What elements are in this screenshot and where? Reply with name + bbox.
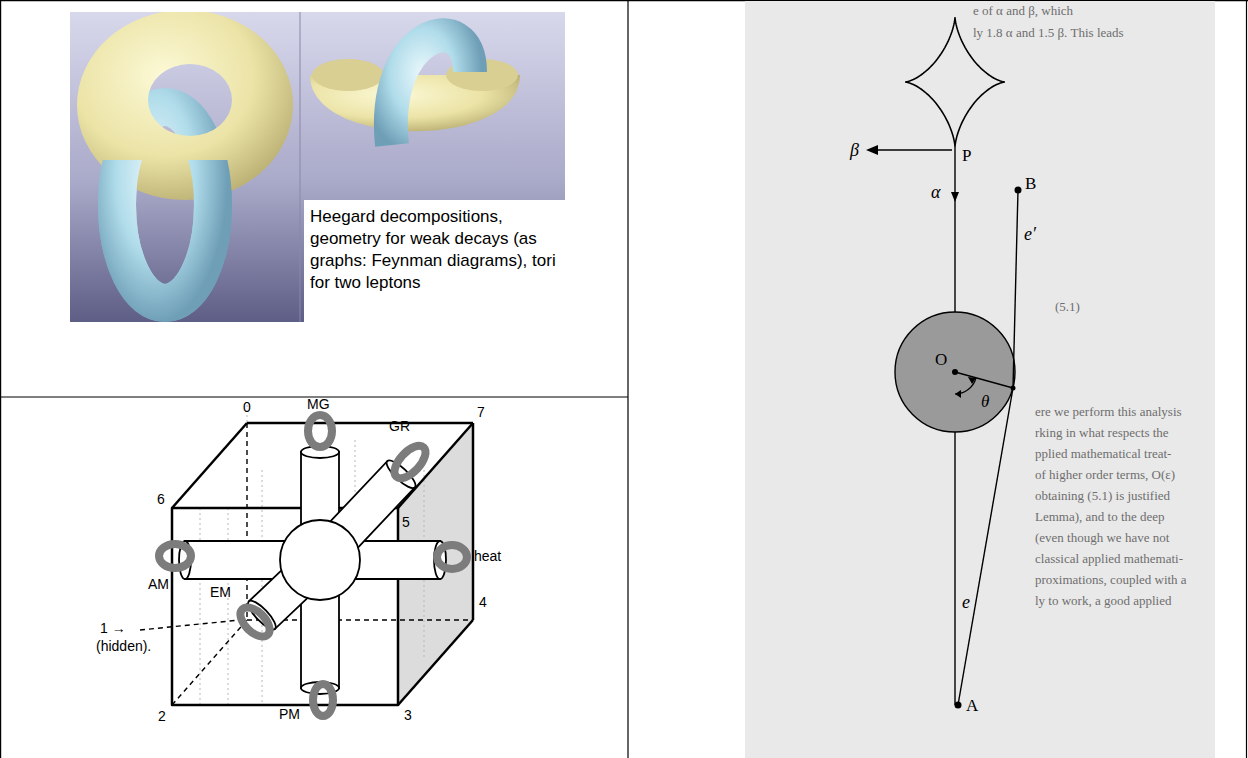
corner-number: 7: [477, 404, 485, 420]
scan-text: Lemma), and to the deep: [1035, 510, 1165, 525]
vector-label: β: [850, 140, 859, 161]
caption-box: Heegard decompositions, geometry for wea…: [304, 200, 565, 322]
scan-text: ly 1.8 α and 1.5 β. This leads: [973, 26, 1124, 41]
caption-text: Heegard decompositions, geometry for wea…: [310, 206, 559, 294]
torus-render: [70, 12, 565, 322]
point-label: A: [966, 696, 978, 716]
corner-number: 3: [404, 707, 412, 723]
point-label: P: [962, 146, 971, 166]
cube-figure: [140, 405, 473, 716]
scan-text: classical applied mathemati-: [1035, 552, 1183, 567]
angle-label: θ: [981, 392, 989, 412]
scan-text: of higher order terms, O(ε): [1035, 468, 1175, 483]
corner-number: 1 →: [100, 620, 126, 636]
corner-number: 2: [158, 708, 166, 724]
corner-number: 0: [243, 399, 251, 415]
torus-label: AM: [148, 576, 169, 592]
scan-text: ere we perform this analysis: [1035, 405, 1182, 420]
vector-label: α: [931, 182, 940, 203]
corner-number: 5: [402, 514, 410, 530]
point-label: O: [935, 350, 947, 370]
scan-text: ly to work, a good applied: [1035, 594, 1171, 609]
scan-text: pplied mathematical treat-: [1035, 447, 1171, 462]
scan-text: proximations, coupled with a: [1035, 573, 1187, 588]
scan-text: rking in what respects the: [1035, 426, 1169, 441]
torus-label: PM: [279, 706, 300, 722]
line-label: e′: [1024, 224, 1036, 245]
point-label: B: [1025, 174, 1036, 194]
corner-number: 6: [157, 491, 165, 507]
scan-text: (5.1): [1055, 300, 1080, 315]
torus-label: MG: [307, 396, 330, 412]
scan-text: obtaining (5.1) is justified: [1035, 489, 1170, 504]
note-label: (hidden).: [96, 638, 151, 654]
scan-text: (even though we have not: [1035, 531, 1169, 546]
torus-label: EM: [210, 584, 231, 600]
torus-label: heat: [474, 548, 501, 564]
scan-text: e of α and β, which: [973, 4, 1073, 19]
corner-number: 4: [479, 594, 487, 610]
torus-label: GR: [389, 418, 410, 434]
line-label: e: [962, 592, 970, 613]
scanned-figure: [745, 1, 1215, 758]
